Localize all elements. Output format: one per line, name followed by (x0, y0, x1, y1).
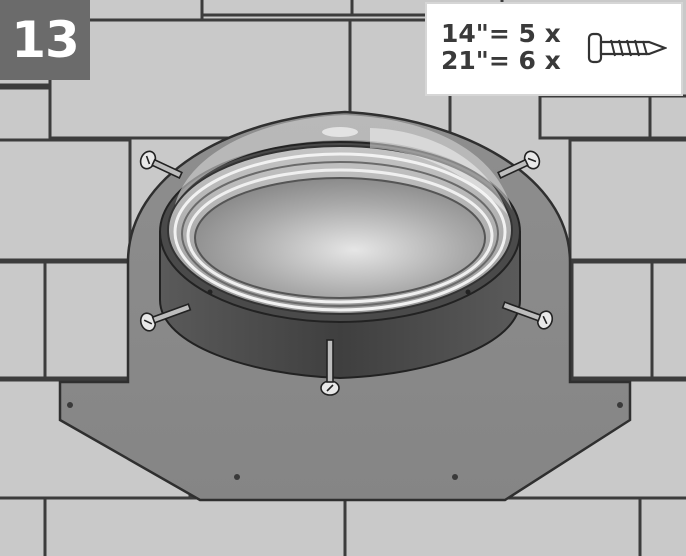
screw-right (501, 301, 554, 330)
step-number-badge: 13 (0, 0, 90, 80)
skylight-dome (167, 115, 513, 315)
screw-icon (587, 32, 667, 64)
screw-count-callout: 14"= 5 x 21"= 6 x (425, 2, 683, 96)
screw-count-text: 14"= 5 x 21"= 6 x (441, 20, 561, 74)
screw-count-14in: 14"= 5 x (441, 19, 561, 48)
screws (139, 150, 554, 396)
screw-left (139, 303, 192, 332)
screw-top-left (139, 150, 183, 179)
screw-top-right (497, 150, 541, 179)
screw-bottom (320, 339, 340, 396)
screw-count-21in: 21"= 6 x (441, 46, 561, 75)
